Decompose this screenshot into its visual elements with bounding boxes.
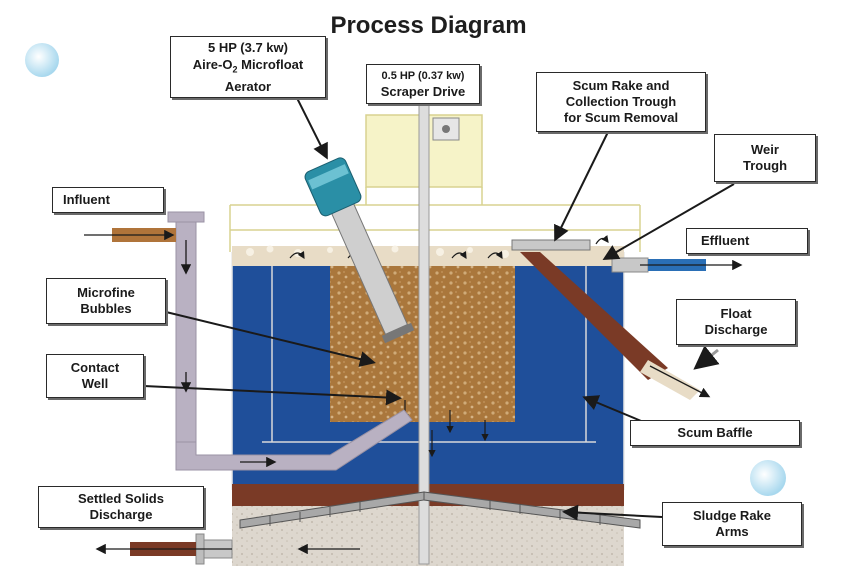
callout-contact-well bbox=[143, 385, 402, 406]
callout-scum-rake bbox=[554, 131, 609, 242]
influent-pipe bbox=[167, 211, 413, 471]
label-scum-baffle: Scum Baffle bbox=[630, 420, 800, 446]
label-effluent: Effluent bbox=[686, 228, 808, 254]
label-scum-rake: Scum Rake and Collection Trough for Scum… bbox=[536, 72, 706, 132]
label-scraper-drive-line2: Scraper Drive bbox=[380, 84, 466, 99]
callout-aerator bbox=[295, 95, 328, 160]
label-scraper-drive-line1: 0.5 HP (0.37 kw) bbox=[381, 70, 465, 82]
sludge-rake-arms bbox=[239, 491, 641, 529]
diagram-title: Process Diagram bbox=[330, 12, 527, 39]
label-contact-well: Contact Well bbox=[46, 354, 144, 398]
label-settled-solids: Settled Solids Discharge bbox=[38, 486, 204, 528]
label-sludge-rake: Sludge Rake Arms bbox=[662, 502, 802, 546]
label-weir-trough: Weir Trough bbox=[714, 134, 816, 182]
callout-sludge-rake bbox=[562, 504, 663, 521]
label-aerator-line3: Aerator bbox=[224, 79, 272, 95]
callout-microfine-bubbles bbox=[165, 311, 376, 367]
label-aerator-line2: Aire-O2 Microfloat bbox=[192, 56, 304, 75]
label-aerator-line1: 5 HP (3.7 kw) bbox=[208, 39, 288, 55]
scum-trough bbox=[511, 239, 591, 251]
decor-bubble-left bbox=[25, 43, 59, 77]
float-discharge-chute bbox=[520, 252, 668, 380]
label-aerator: 5 HP (3.7 kw) Aire-O2 Microfloat Aerator bbox=[170, 36, 326, 98]
aerator-unit bbox=[304, 157, 415, 344]
callout-weir-trough bbox=[602, 183, 735, 261]
label-scraper-drive: 0.5 HP (0.37 kw) Scraper Drive bbox=[366, 64, 480, 104]
label-microfine-bubbles: Microfine Bubbles bbox=[46, 278, 166, 324]
label-influent: Influent bbox=[52, 187, 164, 213]
label-float-discharge: Float Discharge bbox=[676, 299, 796, 345]
decor-bubble-right bbox=[750, 460, 786, 496]
